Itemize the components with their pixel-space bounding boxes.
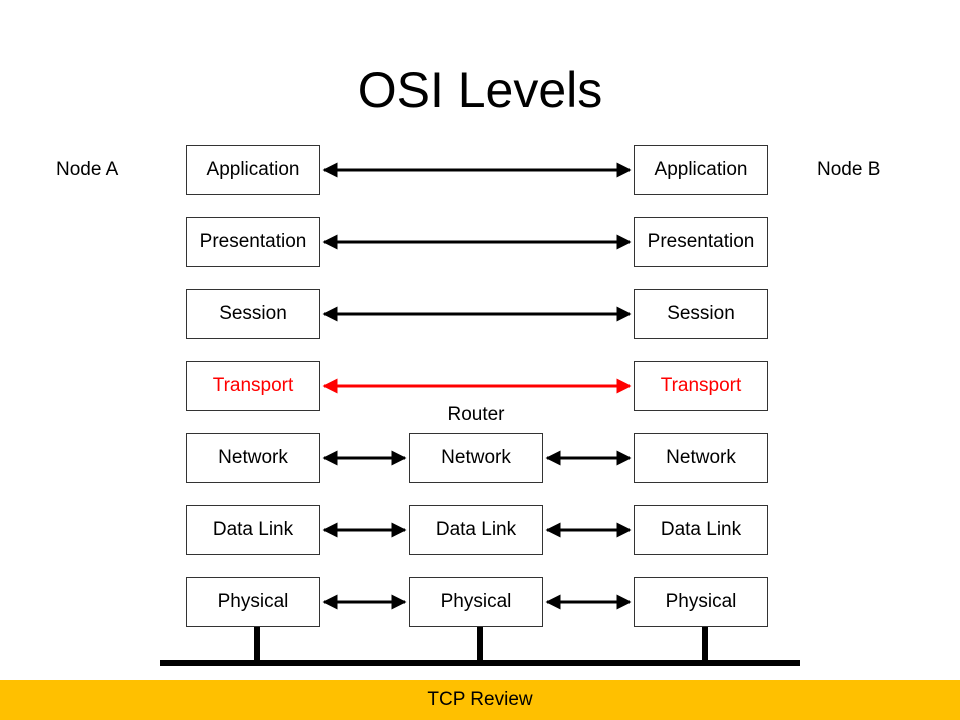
node-a-physical-label: Physical	[217, 591, 289, 612]
router-data-link-box: Data Link	[409, 505, 543, 555]
footer-text: TCP Review	[427, 689, 533, 710]
node-b-transport-label: Transport	[660, 375, 742, 396]
node-b-data-link-box: Data Link	[634, 505, 768, 555]
footer-bar: TCP Review	[0, 680, 960, 720]
router-network-label: Network	[441, 447, 511, 468]
router-label: Router	[447, 404, 505, 425]
router-physical-box: Physical	[409, 577, 543, 627]
node-b-network-label: Network	[666, 447, 736, 468]
router-data-link-label: Data Link	[435, 519, 517, 540]
node-a-application-label: Application	[206, 159, 300, 180]
node-b-application-label: Application	[654, 159, 748, 180]
node-a-physical-box: Physical	[186, 577, 320, 627]
node-a-label: Node A	[56, 159, 119, 180]
node-a-data-link-box: Data Link	[186, 505, 320, 555]
node-b-application-box: Application	[634, 145, 768, 195]
node-a-transport-label: Transport	[212, 375, 294, 396]
node-b-network-box: Network	[634, 433, 768, 483]
router-physical-label: Physical	[440, 591, 512, 612]
node-b-presentation-label: Presentation	[647, 231, 755, 252]
node-b-transport-box: Transport	[634, 361, 768, 411]
node-b-session-box: Session	[634, 289, 768, 339]
node-a-network-label: Network	[218, 447, 288, 468]
node-a-session-box: Session	[186, 289, 320, 339]
node-a-presentation-label: Presentation	[199, 231, 307, 252]
node-b-presentation-box: Presentation	[634, 217, 768, 267]
node-b-physical-box: Physical	[634, 577, 768, 627]
node-a-network-box: Network	[186, 433, 320, 483]
node-b-physical-label: Physical	[665, 591, 737, 612]
router-network-box: Network	[409, 433, 543, 483]
node-a-data-link-label: Data Link	[212, 519, 294, 540]
node-a-transport-box: Transport	[186, 361, 320, 411]
node-b-label: Node B	[817, 159, 881, 180]
node-b-data-link-label: Data Link	[660, 519, 742, 540]
page-title: OSI Levels	[357, 62, 603, 118]
node-a-application-box: Application	[186, 145, 320, 195]
node-a-session-label: Session	[219, 303, 287, 324]
node-b-session-label: Session	[667, 303, 735, 324]
node-a-presentation-box: Presentation	[186, 217, 320, 267]
